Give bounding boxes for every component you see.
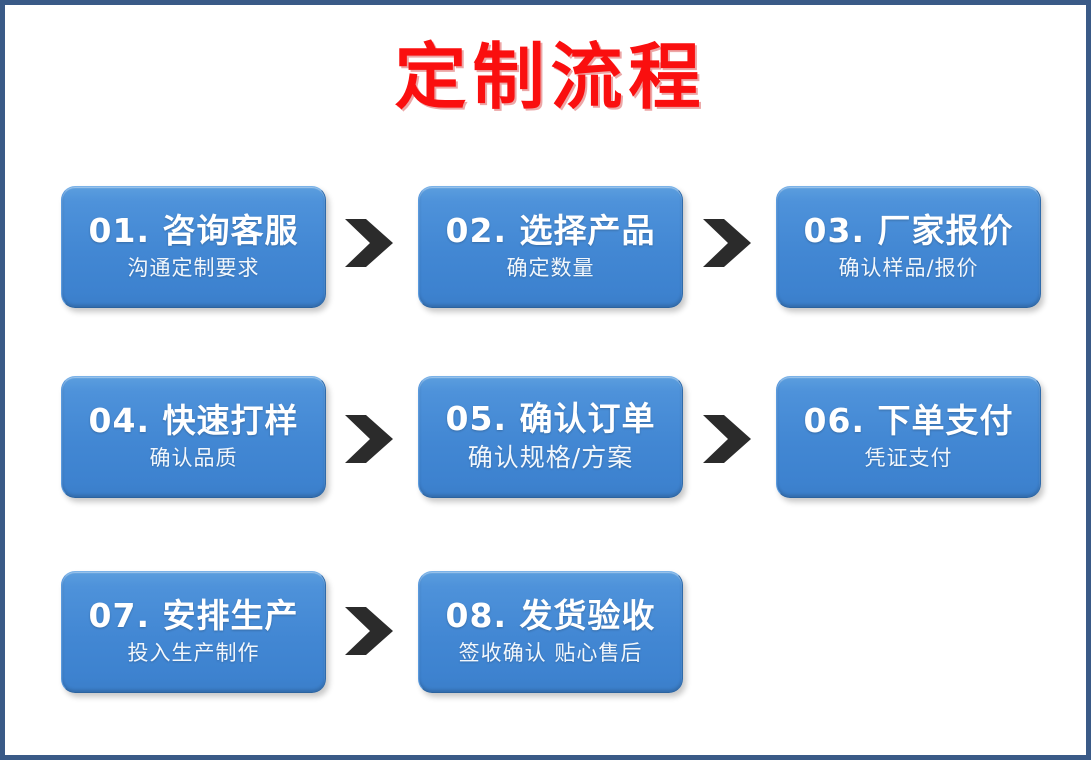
step-title-08: 08. 发货验收 bbox=[445, 595, 656, 635]
flow-row-2: 04. 快速打样 确认品质 05. 确认订单 确认规格/方案 06. 下单支付 … bbox=[5, 376, 1086, 501]
step-box-03[interactable]: 03. 厂家报价 确认样品/报价 bbox=[776, 186, 1041, 308]
step-box-06[interactable]: 06. 下单支付 凭证支付 bbox=[776, 376, 1041, 498]
step-box-07[interactable]: 07. 安排生产 投入生产制作 bbox=[61, 571, 326, 693]
flow-row-1: 01. 咨询客服 沟通定制要求 02. 选择产品 确定数量 03. 厂家报价 确… bbox=[5, 186, 1086, 311]
step-subtitle-03: 确认样品/报价 bbox=[838, 256, 979, 281]
flow-row-3: 07. 安排生产 投入生产制作 08. 发货验收 签收确认 贴心售后 bbox=[5, 571, 1086, 696]
step-box-05[interactable]: 05. 确认订单 确认规格/方案 bbox=[418, 376, 683, 498]
step-subtitle-07: 投入生产制作 bbox=[127, 641, 260, 666]
step-subtitle-01: 沟通定制要求 bbox=[127, 256, 260, 281]
chevron-right-icon bbox=[343, 218, 395, 268]
step-subtitle-05: 确认规格/方案 bbox=[467, 443, 634, 473]
step-box-08[interactable]: 08. 发货验收 签收确认 贴心售后 bbox=[418, 571, 683, 693]
step-title-04: 04. 快速打样 bbox=[88, 400, 299, 440]
chevron-right-icon bbox=[343, 606, 395, 656]
step-subtitle-06: 凭证支付 bbox=[864, 446, 953, 471]
step-subtitle-02: 确定数量 bbox=[506, 256, 595, 281]
chevron-right-icon bbox=[701, 414, 753, 464]
step-subtitle-04: 确认品质 bbox=[149, 446, 238, 471]
step-title-05: 05. 确认订单 bbox=[445, 399, 656, 439]
page-title: 定制流程 bbox=[394, 35, 707, 119]
chevron-right-icon bbox=[343, 414, 395, 464]
step-box-02[interactable]: 02. 选择产品 确定数量 bbox=[418, 186, 683, 308]
step-subtitle-08: 签收确认 贴心售后 bbox=[458, 641, 643, 666]
chevron-right-icon bbox=[701, 218, 753, 268]
step-box-04[interactable]: 04. 快速打样 确认品质 bbox=[61, 376, 326, 498]
step-title-06: 06. 下单支付 bbox=[803, 400, 1014, 440]
step-title-03: 03. 厂家报价 bbox=[803, 210, 1014, 250]
step-box-01[interactable]: 01. 咨询客服 沟通定制要求 bbox=[61, 186, 326, 308]
step-title-07: 07. 安排生产 bbox=[88, 595, 299, 635]
step-title-02: 02. 选择产品 bbox=[445, 210, 656, 250]
step-title-01: 01. 咨询客服 bbox=[88, 210, 299, 250]
